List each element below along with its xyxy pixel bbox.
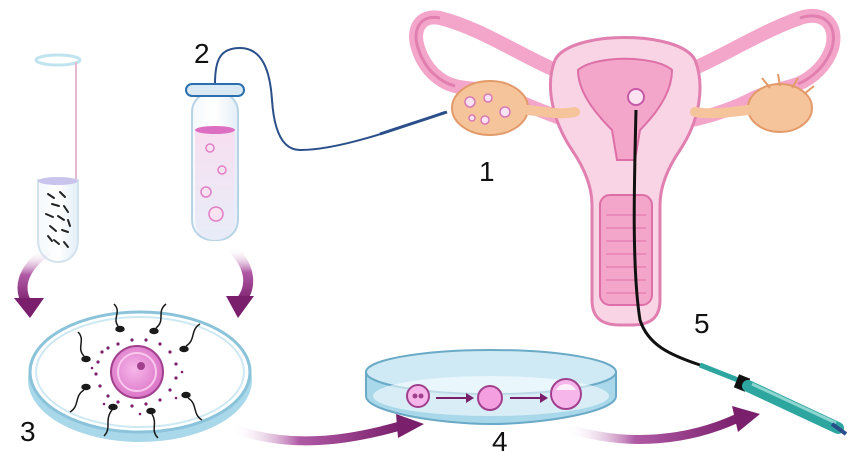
egg-retrieval-tube <box>186 48 447 240</box>
fertilization-dish <box>28 304 252 442</box>
cleavage-embryo <box>478 386 502 410</box>
sperm-sample-tube <box>36 55 80 262</box>
step-label-3: 3 <box>20 418 36 446</box>
implanted-embryo <box>628 89 644 105</box>
arrow-to-culture-dish <box>232 414 424 441</box>
arrow-sperm-to-dish <box>14 250 48 318</box>
blastocyst <box>551 379 581 409</box>
retrieved-egg <box>206 144 214 152</box>
zygote <box>407 385 429 407</box>
step-label-4: 4 <box>492 428 508 456</box>
aspiration-line <box>215 48 445 150</box>
step-label-5: 5 <box>694 310 710 338</box>
left-ovary <box>452 81 528 135</box>
embryo-culture-dish <box>366 350 616 424</box>
step-label-1: 1 <box>479 158 495 186</box>
right-ovary <box>748 84 812 132</box>
step-label-2: 2 <box>194 40 210 68</box>
arrow-eggs-to-dish <box>226 248 254 318</box>
